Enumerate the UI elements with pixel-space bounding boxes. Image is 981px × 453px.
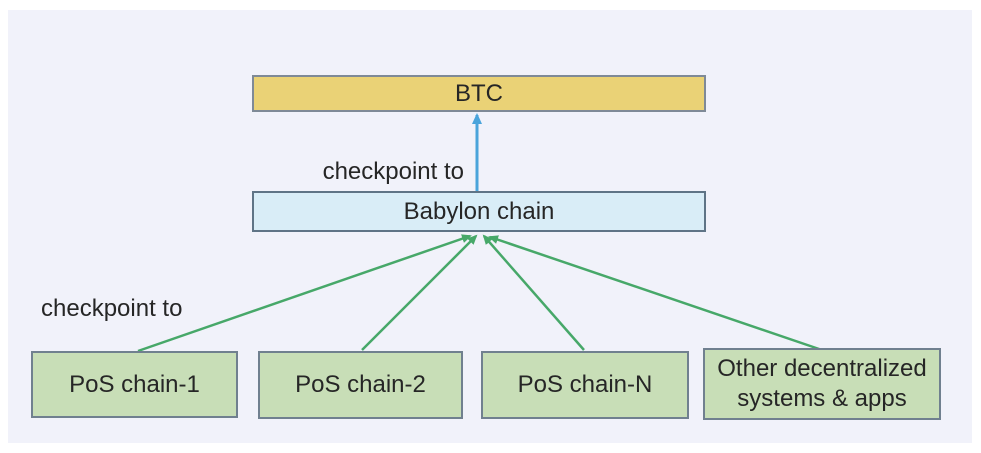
- node-pos-chain-2: PoS chain-2: [258, 351, 463, 419]
- node-pos-chain-n-label: PoS chain-N: [517, 371, 653, 398]
- node-pos-chain-1-label: PoS chain-1: [69, 370, 200, 398]
- node-pos-chain-1: PoS chain-1: [31, 351, 238, 418]
- node-btc-label: BTC: [455, 79, 503, 107]
- node-btc: BTC: [252, 75, 706, 112]
- node-pos-chain-n: PoS chain-N: [481, 351, 689, 419]
- node-pos-chain-2-label: PoS chain-2: [295, 371, 426, 398]
- checkpoint-to-btc-label: checkpoint to: [322, 158, 464, 185]
- node-babylon-chain-label: Babylon chain: [403, 197, 555, 225]
- node-other-systems: Other decentralized systems & apps: [703, 348, 941, 420]
- checkpoint-to-babylon-label: checkpoint to: [41, 295, 183, 322]
- node-babylon-chain: Babylon chain: [252, 191, 706, 232]
- node-other-systems-label: Other decentralized systems & apps: [717, 355, 927, 412]
